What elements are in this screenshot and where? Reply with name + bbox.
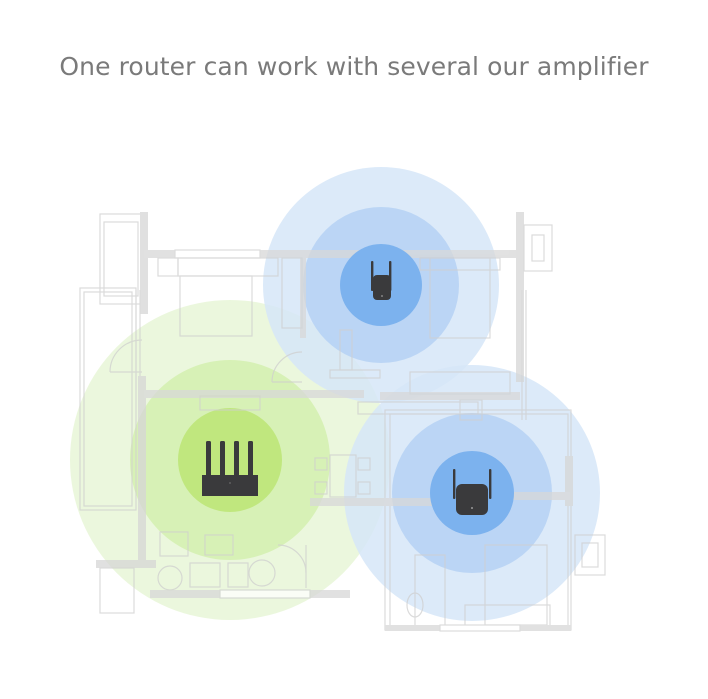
wifi-amplifier-icon bbox=[371, 261, 392, 300]
page-title: One router can work with several our amp… bbox=[59, 52, 649, 81]
router-coverage bbox=[70, 300, 390, 620]
floor-plan bbox=[79, 212, 606, 632]
wifi-amplifier-icon bbox=[453, 469, 492, 515]
router-icon bbox=[202, 441, 258, 496]
